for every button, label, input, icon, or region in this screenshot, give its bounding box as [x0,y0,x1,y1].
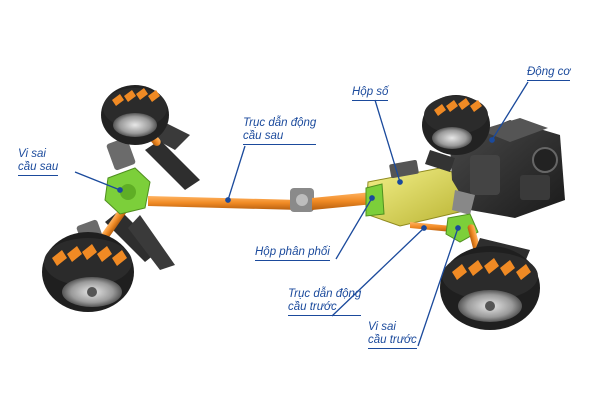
front-right-wheel [440,246,540,330]
leader-engine [491,81,529,141]
label-rear-differential-line1: Vi sai [18,148,46,160]
label-front-differential-line1: Vi sai [368,321,396,333]
label-rear-driveshaft: Trục dẫn động cầu sau [243,117,317,145]
label-front-driveshaft-line1: Trục dẫn động [288,288,362,300]
label-transfer-case: Hộp phân phối [255,246,330,261]
label-rear-differential-line2: cầu sau [18,161,59,176]
label-rear-driveshaft-line1: Trục dẫn động [243,117,317,129]
leader-rear-differential [74,171,121,191]
gearbox-and-transfer-case [365,159,471,227]
leader-dot-rear-differential [117,187,123,193]
leader-gearbox [374,99,401,183]
leader-dot-front-driveshaft [421,225,427,231]
rear-left-wheel [101,85,169,145]
label-transfer-case-text: Hộp phân phối [255,246,330,261]
leader-front-driveshaft [331,227,425,317]
leader-dot-gearbox [397,179,403,185]
leader-rear-driveshaft [227,145,246,201]
leader-lines [74,81,529,347]
front-left-wheel [422,95,490,155]
label-rear-differential: Vi sai cầu sau [18,148,59,176]
leader-dot-transfer-case [369,195,375,201]
leader-transfer-case [335,197,373,260]
label-rear-driveshaft-line2: cầu sau [243,130,317,145]
label-engine: Động cơ [527,66,571,81]
label-front-differential: Vi sai cầu trước [368,321,417,349]
leader-dot-front-differential [455,225,461,231]
label-front-differential-line2: cầu trước [368,334,417,349]
leader-front-differential [417,227,459,347]
label-front-driveshaft-line2: cầu trước [288,301,362,316]
rear-right-wheel [42,232,134,312]
leader-dot-rear-driveshaft [225,197,231,203]
label-front-driveshaft: Trục dẫn động cầu trước [288,288,362,316]
leader-dot-engine [489,137,495,143]
label-gearbox: Hộp số [352,86,389,101]
label-gearbox-text: Hộp số [352,86,389,101]
rear-differential [104,167,151,215]
label-engine-text: Động cơ [527,66,571,81]
rear-driveshaft [148,188,374,212]
front-driveshaft [410,222,452,232]
